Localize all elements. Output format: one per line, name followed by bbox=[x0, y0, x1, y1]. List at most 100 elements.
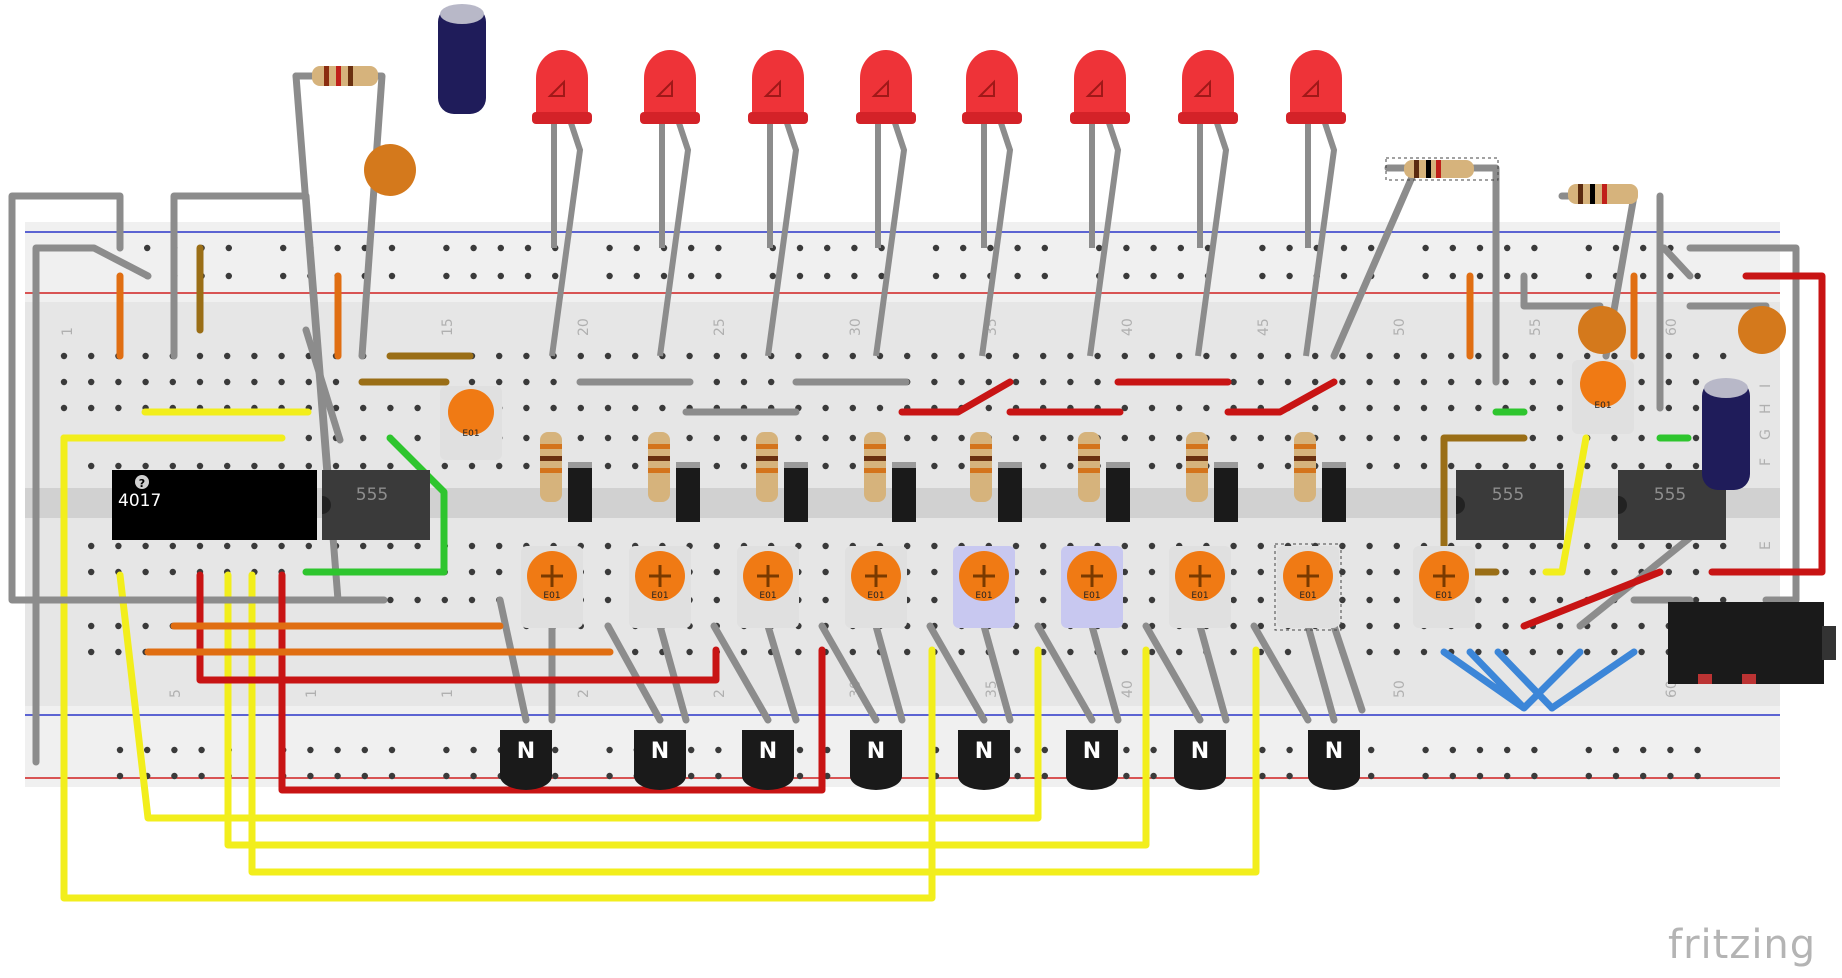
hole bbox=[1121, 404, 1129, 412]
trimmer-slot bbox=[1297, 565, 1319, 587]
hole bbox=[169, 568, 176, 576]
timer-ic: 555 bbox=[322, 470, 430, 540]
hole bbox=[1475, 352, 1482, 360]
trimmer-label: E01 bbox=[1435, 591, 1452, 601]
hole bbox=[1667, 746, 1674, 754]
blue-wire bbox=[1548, 648, 1638, 712]
hole bbox=[1368, 772, 1375, 780]
hole bbox=[88, 352, 95, 360]
hole bbox=[851, 272, 858, 280]
hole bbox=[985, 404, 992, 412]
hole bbox=[1556, 462, 1564, 470]
hole bbox=[88, 622, 95, 630]
led-lead bbox=[1303, 119, 1338, 357]
hole bbox=[334, 244, 341, 252]
hole bbox=[713, 542, 720, 550]
gray-wire bbox=[926, 622, 988, 724]
resistor-band bbox=[1186, 468, 1208, 473]
hole bbox=[632, 462, 639, 470]
hole bbox=[796, 272, 804, 280]
diode bbox=[1106, 462, 1130, 522]
hole bbox=[606, 746, 613, 754]
trimmer-potentiometer: E01 bbox=[845, 546, 907, 628]
hole bbox=[1504, 272, 1511, 280]
hole bbox=[387, 462, 394, 470]
resistor bbox=[756, 432, 778, 502]
transistor-body bbox=[958, 730, 1010, 790]
hole bbox=[1014, 772, 1021, 780]
hole bbox=[1176, 404, 1183, 412]
hole bbox=[632, 404, 639, 412]
hole bbox=[1612, 244, 1620, 252]
hole bbox=[1257, 462, 1265, 470]
hole bbox=[822, 596, 829, 604]
hole bbox=[280, 272, 287, 280]
col-number: 30 bbox=[848, 318, 864, 336]
hole bbox=[278, 352, 285, 360]
hole bbox=[115, 378, 122, 386]
hole bbox=[1611, 352, 1618, 360]
hole bbox=[1449, 772, 1457, 780]
hole bbox=[307, 746, 314, 754]
hole bbox=[1366, 404, 1373, 412]
hole bbox=[414, 434, 421, 442]
hole bbox=[443, 272, 450, 280]
transistor: N bbox=[958, 730, 1010, 790]
hole bbox=[1230, 568, 1237, 576]
resistor-band bbox=[648, 468, 670, 473]
hole bbox=[443, 772, 450, 780]
led bbox=[1070, 50, 1130, 357]
hole bbox=[1067, 352, 1074, 360]
gray-wires bbox=[8, 72, 1800, 766]
hole bbox=[171, 772, 178, 780]
hole bbox=[1340, 272, 1348, 280]
hole bbox=[414, 596, 421, 604]
led-rim bbox=[640, 112, 700, 124]
hole bbox=[1286, 746, 1293, 754]
hole bbox=[496, 352, 503, 360]
hole bbox=[931, 352, 938, 360]
hole bbox=[470, 772, 477, 780]
hole bbox=[497, 244, 504, 252]
hole bbox=[1257, 622, 1265, 630]
hole bbox=[715, 244, 722, 252]
hole bbox=[1475, 542, 1482, 550]
hole bbox=[604, 542, 612, 550]
hole bbox=[524, 244, 532, 252]
hole bbox=[1692, 542, 1700, 550]
hole bbox=[824, 772, 831, 780]
hole bbox=[740, 352, 748, 360]
hole bbox=[1529, 404, 1537, 412]
hole bbox=[1257, 568, 1265, 576]
transistor: N bbox=[634, 730, 686, 790]
hole bbox=[796, 244, 804, 252]
hole bbox=[1640, 772, 1647, 780]
hole bbox=[740, 648, 748, 656]
trimmer-label: E01 bbox=[462, 429, 479, 439]
hole bbox=[142, 542, 149, 550]
hole bbox=[1667, 272, 1674, 280]
hole bbox=[1014, 272, 1021, 280]
hole bbox=[1420, 462, 1428, 470]
trimmer-slot bbox=[1081, 565, 1103, 587]
red-wire bbox=[1708, 272, 1826, 576]
hole bbox=[849, 404, 856, 412]
hole bbox=[1504, 746, 1511, 754]
trimmer-potentiometer: E01 bbox=[1061, 546, 1123, 628]
hole bbox=[198, 772, 205, 780]
hole bbox=[1150, 272, 1157, 280]
hole bbox=[1257, 596, 1265, 604]
hole bbox=[388, 746, 396, 754]
hole bbox=[1692, 434, 1700, 442]
diode-band bbox=[1322, 462, 1346, 468]
hole bbox=[88, 542, 95, 550]
hole bbox=[768, 378, 775, 386]
gray-wire bbox=[604, 622, 664, 724]
hole bbox=[305, 542, 312, 550]
hole bbox=[577, 434, 584, 442]
hole bbox=[468, 596, 476, 604]
col-number: 1 bbox=[60, 327, 76, 336]
led bbox=[748, 50, 808, 357]
hole bbox=[1502, 568, 1509, 576]
ceramic-capacitor bbox=[364, 144, 416, 196]
